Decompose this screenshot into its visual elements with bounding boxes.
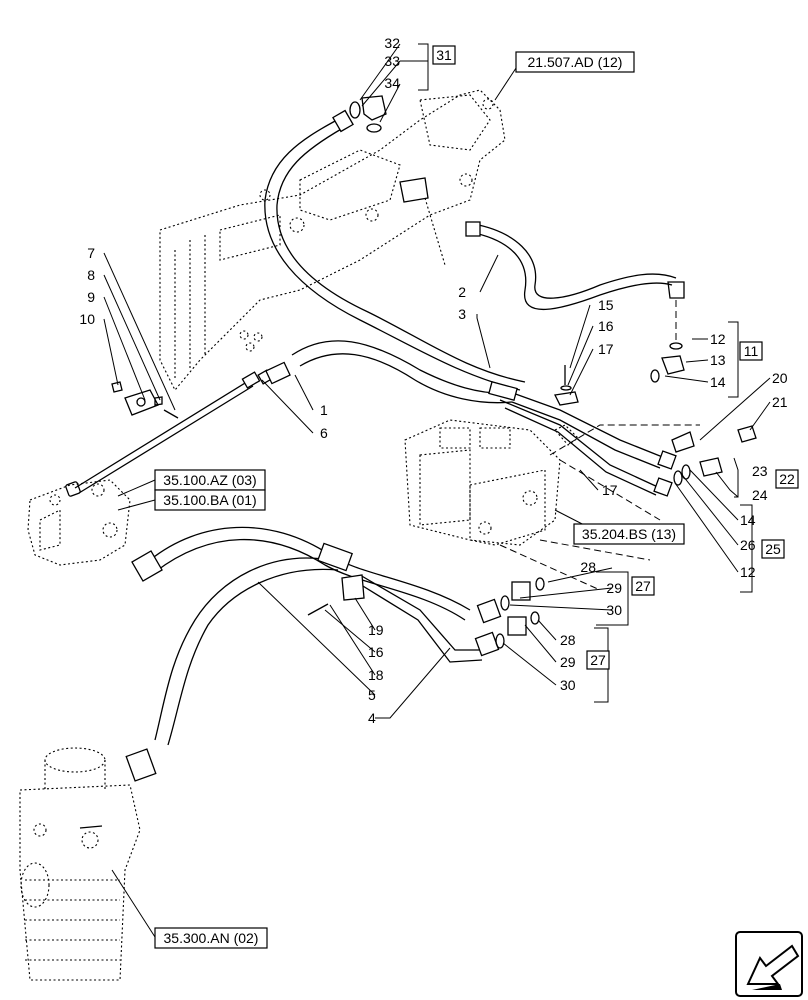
reference-35204[interactable]: 35.204.BS (13)	[573, 523, 685, 545]
callout-18: 18	[368, 667, 384, 683]
callout-17-lower: 17	[602, 482, 618, 498]
callout-7: 7	[87, 245, 95, 261]
callout-14-lower: 14	[740, 512, 756, 528]
kit-27-lower: 27	[586, 650, 610, 670]
kit-27-upper: 27	[631, 576, 655, 596]
callout-21: 21	[772, 394, 788, 410]
callout-23: 23	[752, 463, 768, 479]
callout-9: 9	[87, 289, 95, 305]
callout-15: 15	[598, 297, 614, 313]
kit-22: 22	[775, 469, 799, 489]
control-valve-block	[404, 419, 700, 591]
svg-text:21.507.AD (12): 21.507.AD (12)	[528, 54, 623, 70]
callout-29-lower: 29	[560, 654, 576, 670]
callout-12-lower: 12	[740, 564, 756, 580]
upper-hoses	[264, 109, 685, 497]
clamp-bolt-upper	[554, 365, 579, 406]
svg-text:31: 31	[436, 47, 452, 63]
callout-16-upper: 16	[598, 318, 614, 334]
svg-text:25: 25	[765, 541, 781, 557]
callout-14-upper: 14	[710, 374, 726, 390]
callout-17-upper: 17	[598, 341, 614, 357]
frame-housing	[159, 89, 506, 391]
callout-30-lower: 30	[560, 677, 576, 693]
reference-35100ba[interactable]: 35.100.BA (01)	[154, 489, 266, 511]
callout-16-lower: 16	[368, 644, 384, 660]
callout-12-upper: 12	[710, 331, 726, 347]
callout-34: 34	[384, 75, 400, 91]
svg-text:35.100.AZ (03): 35.100.AZ (03)	[163, 472, 256, 488]
callout-10: 10	[79, 311, 95, 327]
callout-1: 1	[320, 402, 328, 418]
right-fittings	[650, 342, 757, 486]
top-fittings	[349, 95, 387, 133]
filter-assembly	[19, 747, 141, 981]
callout-6: 6	[320, 425, 328, 441]
callout-29-upper: 29	[606, 580, 622, 596]
callout-8: 8	[87, 267, 95, 283]
reference-35100az[interactable]: 35.100.AZ (03)	[154, 469, 266, 491]
reference-35300[interactable]: 35.300.AN (02)	[154, 927, 268, 949]
svg-text:22: 22	[779, 471, 795, 487]
svg-text:35.204.BS (13): 35.204.BS (13)	[582, 526, 676, 542]
callout-3: 3	[458, 306, 466, 322]
callout-4: 4	[368, 710, 376, 726]
reference-21507[interactable]: 21.507.AD (12)	[515, 51, 635, 73]
svg-text:35.100.BA (01): 35.100.BA (01)	[163, 492, 256, 508]
callout-32: 32	[384, 35, 400, 51]
callout-30-upper: 30	[606, 602, 622, 618]
callout-28-lower: 28	[560, 632, 576, 648]
arrow-navigation-icon[interactable]	[735, 931, 803, 997]
callout-24: 24	[752, 487, 768, 503]
callout-5: 5	[368, 687, 376, 703]
svg-text:27: 27	[590, 652, 606, 668]
callout-26: 26	[740, 537, 756, 553]
kit-11: 11	[739, 341, 763, 361]
callout-2: 2	[458, 284, 466, 300]
left-valve-assembly	[27, 369, 273, 566]
svg-text:35.300.AN (02): 35.300.AN (02)	[164, 930, 259, 946]
callout-19: 19	[368, 622, 384, 638]
callout-13: 13	[710, 352, 726, 368]
lower-hoses	[125, 526, 545, 782]
leader-lines	[103, 43, 771, 938]
callout-20: 20	[772, 370, 788, 386]
kit-25: 25	[761, 539, 785, 559]
callout-28-upper: 28	[580, 559, 596, 575]
callout-labels: 32 33 34 2 3 7 8 9 10 1 6 15 16 17 17 12…	[79, 35, 787, 726]
kit-31: 31	[432, 45, 456, 65]
svg-text:11: 11	[744, 343, 759, 359]
svg-text:27: 27	[635, 578, 651, 594]
callout-33: 33	[384, 53, 400, 69]
